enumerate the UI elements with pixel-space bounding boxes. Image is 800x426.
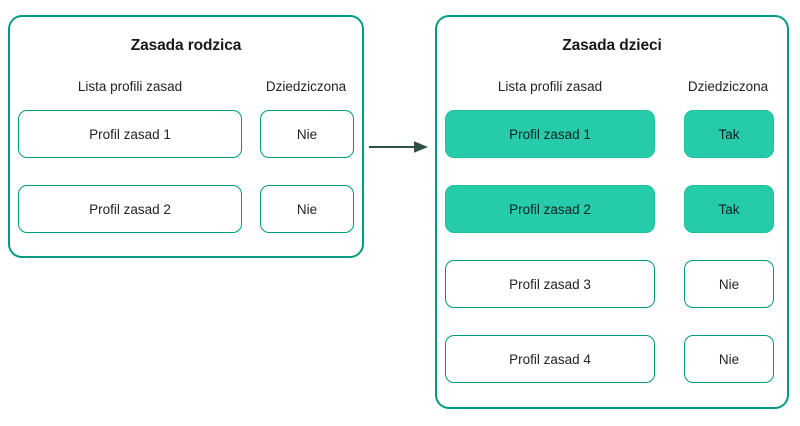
parent-column-headers: Lista profili zasad Dziedziczona — [10, 79, 362, 101]
parent-policy-panel: Zasada rodzica Lista profili zasad Dzied… — [8, 15, 364, 258]
child-profile-cell-2[interactable]: Profil zasad 2 — [445, 185, 655, 233]
child-policy-panel: Zasada dzieci Lista profili zasad Dziedz… — [435, 15, 789, 409]
child-inherited-cell-4[interactable]: Nie — [684, 335, 774, 383]
parent-profile-cell-2[interactable]: Profil zasad 2 — [18, 185, 242, 233]
table-row: Profil zasad 4 Nie — [437, 335, 787, 383]
parent-header-profiles: Lista profili zasad — [77, 79, 183, 94]
parent-panel-title: Zasada rodzica — [130, 37, 242, 54]
child-panel-title: Zasada dzieci — [562, 37, 662, 54]
child-column-headers: Lista profili zasad Dziedziczona — [437, 79, 787, 101]
parent-inherited-cell-2[interactable]: Nie — [260, 185, 354, 233]
arrow-right-icon — [368, 133, 430, 161]
child-inherited-cell-2[interactable]: Tak — [684, 185, 774, 233]
child-inherited-cell-1[interactable]: Tak — [684, 110, 774, 158]
parent-inherited-cell-1[interactable]: Nie — [260, 110, 354, 158]
table-row: Profil zasad 3 Nie — [437, 260, 787, 308]
child-inherited-cell-3[interactable]: Nie — [684, 260, 774, 308]
table-row: Profil zasad 1 Tak — [437, 110, 787, 158]
child-profile-cell-3[interactable]: Profil zasad 3 — [445, 260, 655, 308]
table-row: Profil zasad 1 Nie — [10, 110, 362, 158]
child-rows: Profil zasad 1 Tak Profil zasad 2 Tak Pr… — [437, 110, 787, 383]
table-row: Profil zasad 2 Tak — [437, 185, 787, 233]
child-profile-cell-1[interactable]: Profil zasad 1 — [445, 110, 655, 158]
table-row: Profil zasad 2 Nie — [10, 185, 362, 233]
parent-rows: Profil zasad 1 Nie Profil zasad 2 Nie — [10, 110, 362, 233]
parent-header-inherited: Dziedziczona — [265, 79, 347, 94]
child-header-profiles: Lista profili zasad — [497, 79, 603, 94]
parent-profile-cell-1[interactable]: Profil zasad 1 — [18, 110, 242, 158]
child-profile-cell-4[interactable]: Profil zasad 4 — [445, 335, 655, 383]
child-header-inherited: Dziedziczona — [687, 79, 769, 94]
